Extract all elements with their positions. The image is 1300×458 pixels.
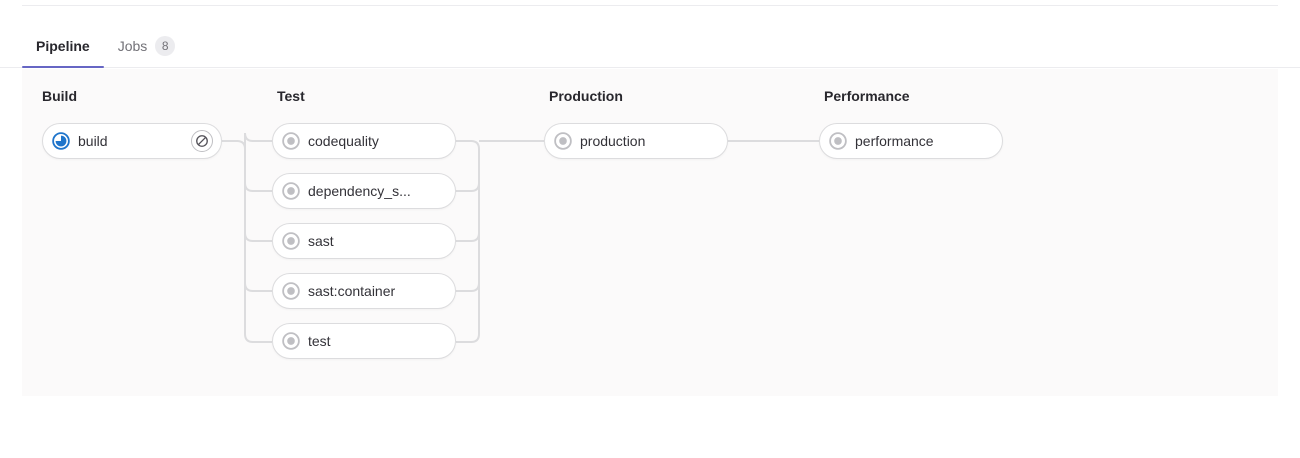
job-name-dependency-scanning: dependency_s...	[308, 183, 411, 199]
job-node-build[interactable]: build	[42, 123, 222, 159]
connector-build-to-dependency	[244, 182, 272, 192]
status-created-icon	[282, 232, 300, 250]
cancel-glyph	[196, 135, 208, 147]
stage-title-test: Test	[277, 88, 305, 104]
tab-jobs-count-badge: 8	[155, 36, 176, 56]
job-node-codequality[interactable]: codequality	[272, 123, 456, 159]
connector-test-to-production-trunk	[456, 140, 480, 343]
status-created-icon	[554, 132, 572, 150]
job-node-dependency-scanning[interactable]: dependency_s...	[272, 173, 456, 209]
connector-build-to-test-trunk	[222, 140, 272, 343]
connector-build-to-codequality	[244, 132, 272, 149]
tab-jobs-label: Jobs	[117, 38, 148, 54]
job-node-performance[interactable]: performance	[819, 123, 1003, 159]
cancel-icon[interactable]	[191, 130, 213, 152]
tab-active-underline	[22, 66, 104, 68]
job-node-sast-container[interactable]: sast:container	[272, 273, 456, 309]
status-created-icon	[282, 132, 300, 150]
connector-build-to-sast-container	[244, 282, 272, 292]
tab-jobs[interactable]: Jobs 8	[104, 24, 190, 68]
card-bottom-border	[22, 5, 1278, 6]
job-name-production: production	[580, 133, 646, 149]
job-node-sast[interactable]: sast	[272, 223, 456, 259]
pipeline-connector-lines	[222, 132, 819, 343]
job-name-test: test	[308, 333, 331, 349]
stage-title-performance: Performance	[824, 88, 910, 104]
job-name-sast-container: sast:container	[308, 283, 396, 299]
connector-sast-container-to-production	[456, 282, 480, 292]
status-created-icon	[829, 132, 847, 150]
job-name-codequality: codequality	[308, 133, 379, 149]
stage-title-build: Build	[42, 88, 77, 104]
job-node-production[interactable]: production	[544, 123, 728, 159]
job-name-build: build	[78, 133, 108, 149]
tab-pipeline[interactable]: Pipeline	[22, 24, 104, 68]
status-created-icon	[282, 182, 300, 200]
status-created-icon	[282, 282, 300, 300]
pipeline-graph-region: Build build Test codequality	[22, 69, 1278, 396]
tab-pipeline-label: Pipeline	[36, 38, 90, 54]
stage-title-production: Production	[549, 88, 623, 104]
connector-dependency-to-production	[456, 182, 480, 192]
tab-list: Pipeline Jobs 8	[22, 24, 189, 68]
job-node-test[interactable]: test	[272, 323, 456, 359]
job-name-sast: sast	[308, 233, 334, 249]
connector-build-to-sast	[244, 232, 272, 242]
connector-sast-to-production	[456, 232, 480, 242]
status-created-icon	[282, 332, 300, 350]
job-name-performance: performance	[855, 133, 934, 149]
status-running-icon	[52, 132, 70, 150]
pipeline-tab-bar: Pipeline Jobs 8	[0, 24, 1300, 68]
